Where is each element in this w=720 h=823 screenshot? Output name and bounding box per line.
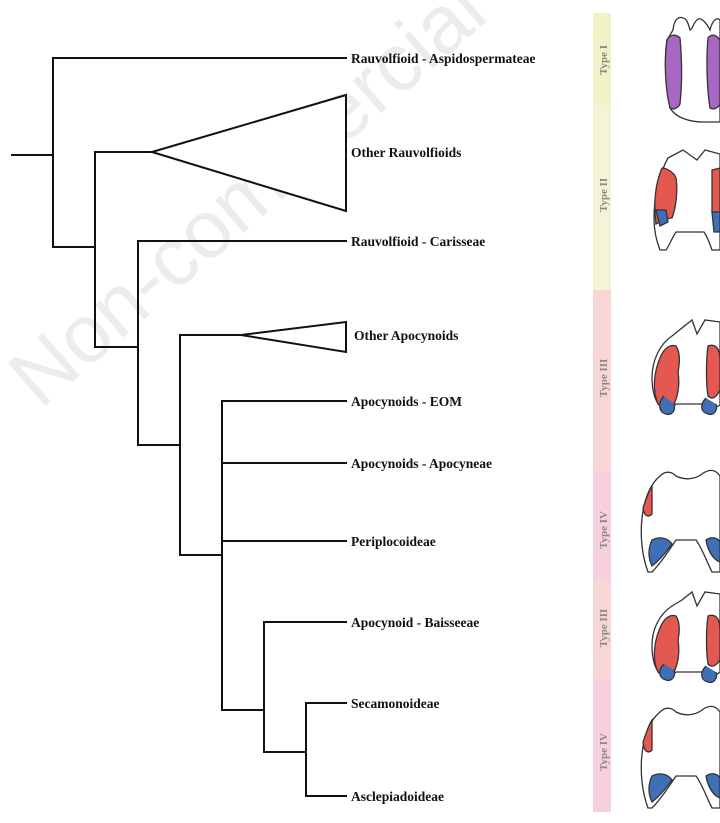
morphology-type-iv-a <box>641 470 720 572</box>
taxon-labels: Rauvolfioid - Aspidospermateae Other Rau… <box>351 51 536 804</box>
taxon-label: Asclepiadoideae <box>351 789 444 804</box>
taxon-label: Periplocoideae <box>351 534 436 549</box>
type-band-label: Type IV <box>598 511 610 549</box>
morphology-type-iv-b <box>641 706 720 808</box>
taxon-label: Secamonoideae <box>351 696 440 711</box>
type-band-strip: Type I Type II Type III Type IV Type III… <box>593 13 611 812</box>
taxon-label: Apocynoid - Baisseeae <box>351 615 479 630</box>
taxon-label: Other Rauvolfioids <box>351 145 461 160</box>
cladogram <box>12 58 346 796</box>
collapsed-clade-triangle <box>241 322 346 352</box>
type-band-label: Type I <box>598 45 610 75</box>
morphology-type-iii-a <box>652 320 720 414</box>
type-band-label: Type III <box>598 359 610 398</box>
morphology-type-iii-b <box>652 592 720 682</box>
taxon-label: Rauvolfioid - Carisseae <box>351 234 485 249</box>
type-band-label: Type III <box>598 609 610 648</box>
taxon-label: Apocynoids - Apocyneae <box>351 456 492 471</box>
type-band-label: Type IV <box>598 733 610 771</box>
type-band-label: Type II <box>598 178 610 212</box>
morphology-drawings <box>641 18 720 809</box>
morphology-type-ii <box>654 150 720 250</box>
taxon-label: Other Apocynoids <box>354 328 458 343</box>
taxon-label: Apocynoids - EOM <box>351 394 462 409</box>
morphology-type-i <box>665 18 720 123</box>
taxon-label: Rauvolfioid - Aspidospermateae <box>351 51 536 66</box>
